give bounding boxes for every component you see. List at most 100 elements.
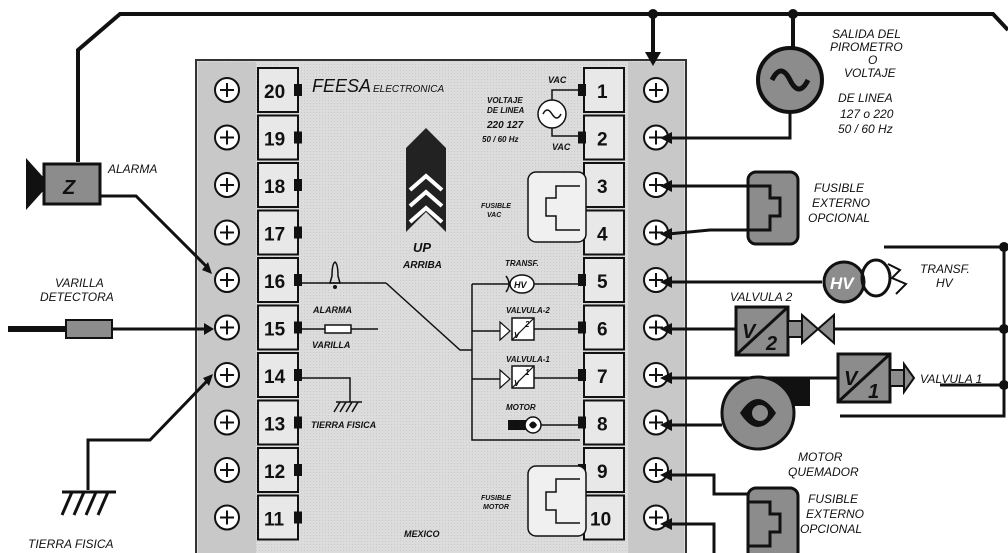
valvula1-outer-label: VALVULA 1 <box>920 372 982 386</box>
ground-wire <box>86 378 210 490</box>
up-label: UP <box>413 240 431 255</box>
board-footer: MEXICO <box>404 529 440 539</box>
voltaje-label-1: VOLTAJE <box>487 96 523 105</box>
screw-terminal-12 <box>214 457 240 483</box>
varilla-inner-label: VARILLA <box>312 340 350 350</box>
terminal-label-19: 19 <box>257 114 302 161</box>
arriba-label: ARRIBA <box>402 260 442 271</box>
screw-terminal-20 <box>214 77 240 103</box>
right-bus <box>884 245 1006 387</box>
varilla-outer-label-1: VARILLA <box>55 276 104 290</box>
terminal-number: 4 <box>597 225 608 246</box>
fusible2-label-1: FUSIBLE <box>808 492 859 506</box>
internal-bus <box>471 284 580 441</box>
valvula2-inner-label: VALVULA-2 <box>506 306 550 315</box>
terminal-label-15: 15 <box>257 304 302 351</box>
transf-outer-label-2: HV <box>936 276 954 290</box>
terminal-label-1: 1 <box>578 67 625 113</box>
terminal-number: 2 <box>597 130 608 151</box>
terminal-label-3: 3 <box>578 162 625 208</box>
terminal-label-7: 7 <box>578 352 625 398</box>
salida-label-7: 50 / 60 Hz <box>838 122 893 136</box>
alarma-outer-label: ALARMA <box>107 162 157 176</box>
terminal-number: 6 <box>597 320 608 341</box>
tierra-inner-label: TIERRA FISICA <box>311 420 376 430</box>
screw-terminal-19 <box>214 124 240 151</box>
salida-label-2: PIROMETRO <box>830 40 903 54</box>
terminal-number: 16 <box>264 272 285 293</box>
alarm-internal-wire <box>385 282 472 351</box>
terminal-label-12: 12 <box>257 447 302 493</box>
terminal-number: 18 <box>264 177 285 198</box>
brand-subtitle: ELECTRONICA <box>373 84 444 95</box>
fusible-motor-label-1: FUSIBLE <box>481 495 511 502</box>
tierra-outer-label: TIERRA FISICA <box>28 537 114 551</box>
svg-text:1: 1 <box>525 368 530 377</box>
v1-outer-number: 1 <box>868 381 879 403</box>
terminal-number: 1 <box>597 82 608 103</box>
fusible-motor-label-2: MOTOR <box>483 504 509 511</box>
terminal-number: 19 <box>264 130 285 151</box>
fusible-vac-label-1: FUSIBLE <box>481 203 511 210</box>
screw-terminal-18 <box>214 172 240 198</box>
vac-bottom-label: VAC <box>552 142 571 152</box>
valvula2-outer-label: VALVULA 2 <box>730 290 793 304</box>
terminal-number: 15 <box>264 320 286 341</box>
terminal-number: 12 <box>264 462 285 483</box>
v1-outer-letter: V <box>844 368 859 390</box>
varilla-sensor-icon <box>65 319 113 339</box>
fusible2-label-3: OPCIONAL <box>800 522 862 536</box>
fuse-motor-icon <box>545 478 580 524</box>
voltaje-label-2: DE LINEA <box>487 106 525 115</box>
terminal-label-5: 5 <box>578 257 625 303</box>
hv-transformer-icon <box>822 260 866 304</box>
v2-outer-number: 2 <box>765 333 777 355</box>
terminal-label-11: 11 <box>257 494 302 541</box>
terminal-number: 13 <box>264 415 285 436</box>
ground-outer-icon <box>60 490 116 516</box>
vac-top-label: VAC <box>548 75 567 85</box>
burner-motor-icon <box>720 375 810 451</box>
screw-terminal-11 <box>214 504 240 531</box>
right-terminals: 1 2 3 4 5 6 7 8 9 10 <box>578 67 669 541</box>
screw-terminal-16 <box>214 267 240 293</box>
salida-label-4: VOLTAJE <box>844 66 897 80</box>
left-terminals: 20 19 18 17 16 15 14 13 12 11 <box>214 67 302 541</box>
terminal-number: 8 <box>597 415 608 436</box>
motor-inner-label: MOTOR <box>506 403 536 412</box>
terminal-label-13: 13 <box>257 399 302 446</box>
terminal-number: 10 <box>590 510 611 531</box>
screw-terminal-14 <box>214 362 240 388</box>
terminal-number: 17 <box>264 225 285 246</box>
terminal-label-16: 16 <box>257 257 302 303</box>
terminal-label-14: 14 <box>257 352 302 398</box>
terminal-label-9: 9 <box>578 447 625 493</box>
svg-text:HV: HV <box>514 280 527 290</box>
salida-label-6: 127 o 220 <box>840 107 894 121</box>
alarma-inner-label: ALARMA <box>312 305 352 315</box>
valvula1-inner-label: VALVULA-1 <box>506 355 550 364</box>
svg-text:V: V <box>514 379 520 388</box>
alarm-z-label: Z <box>62 177 76 199</box>
transf-outer-label-1: TRANSF. <box>920 262 970 276</box>
terminal-number: 20 <box>264 82 285 103</box>
salida-label-1: SALIDA DEL <box>832 27 901 41</box>
voltaje-label-4: 50 / 60 Hz <box>482 135 518 144</box>
hv-outer-label: HV <box>830 274 855 293</box>
terminal-label-6: 6 <box>578 304 625 351</box>
fusible1-label-3: OPCIONAL <box>808 211 870 225</box>
transf-inner-label: TRANSF. <box>505 259 539 268</box>
screw-terminal-2 <box>643 124 669 151</box>
salida-label-5: DE LINEA <box>838 91 893 105</box>
terminal-label-18: 18 <box>257 162 302 208</box>
transformer-inner-icon: HV <box>472 274 580 294</box>
alarm-top-wire <box>76 12 1008 162</box>
terminal-number: 9 <box>597 462 608 483</box>
valve1-inner-icon: V 1 <box>472 365 580 390</box>
fusible-vac-label-2: VAC <box>487 212 502 219</box>
terminal-label-2: 2 <box>578 114 625 161</box>
terminal-number: 14 <box>264 367 286 388</box>
motor-inner-icon <box>508 416 580 434</box>
terminal-label-8: 8 <box>578 399 625 446</box>
